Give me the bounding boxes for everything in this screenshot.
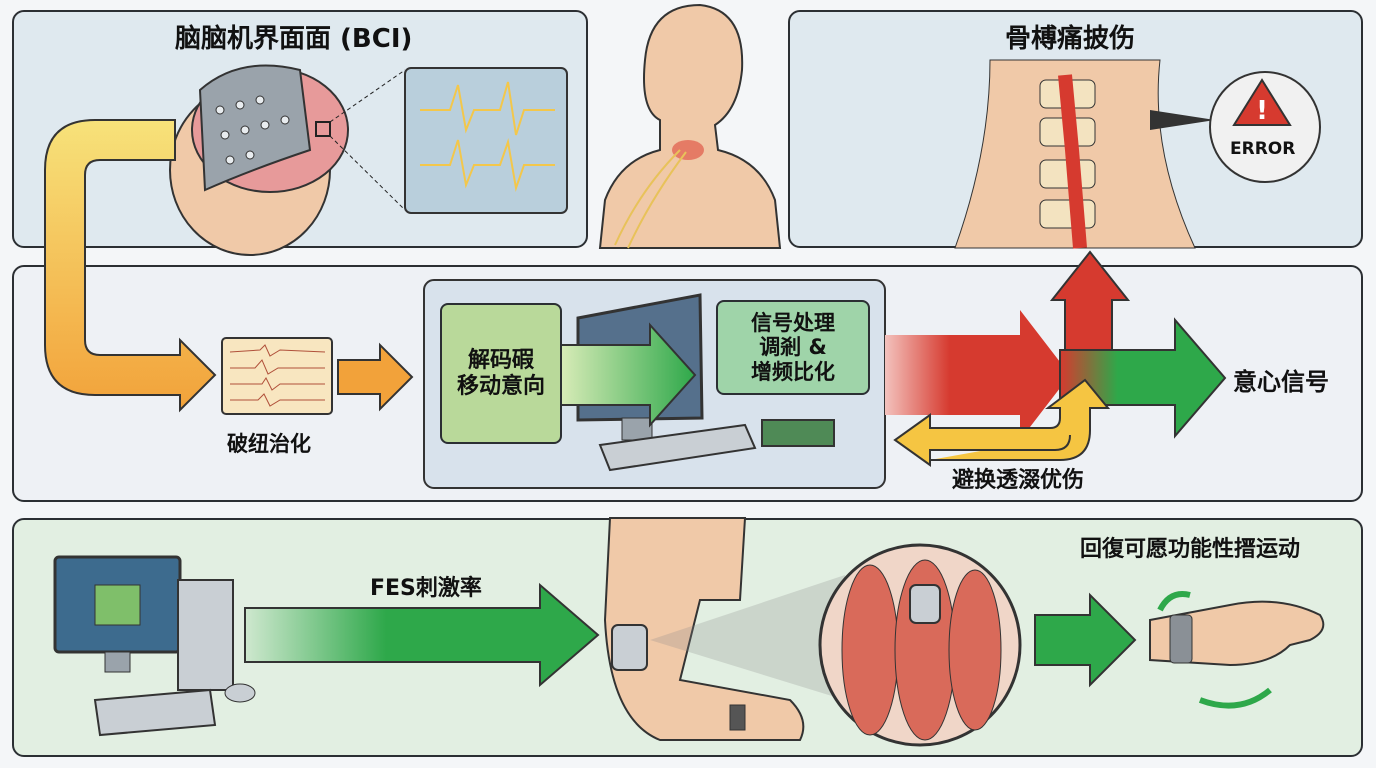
- muscle-inset: [818, 543, 1022, 747]
- process-line-3: 增频比化: [751, 359, 835, 384]
- decode-line-2: 移动意向: [456, 373, 545, 399]
- hand-illustration: [1149, 591, 1325, 709]
- fes-stimulation-label: FES刺激率: [370, 576, 482, 601]
- neural-signal-arrow: [44, 119, 217, 413]
- raw-signal-box: [221, 337, 333, 415]
- decode-intent-box: 解码碬 移动意向: [440, 303, 562, 444]
- blocked-signal-arrow: [885, 310, 1070, 440]
- person-arm-illustration: [603, 517, 845, 741]
- signal-acquisition-label: 破纽治化: [227, 432, 311, 456]
- rotation-arrow-icon: [1198, 687, 1272, 709]
- injury-panel-title: 骨榑痛披伤: [1005, 24, 1136, 54]
- process-line-2: 调剎 &: [759, 335, 827, 360]
- process-line-1: 信号处理: [751, 311, 835, 336]
- error-badge: !: [1209, 71, 1321, 183]
- bci-panel-title: 脑脑机界面面 (BCI): [175, 24, 413, 54]
- brain-illustration: [169, 64, 406, 256]
- decode-line-1: 解码碬: [467, 348, 534, 374]
- restored-movement-label: 回復可愿功能性搢运动: [1080, 537, 1301, 562]
- fes-stimulation-arrow: [244, 582, 600, 688]
- eeg-inset: [404, 67, 568, 214]
- to-computer-arrow: [337, 342, 414, 412]
- intent-signal-label: 意心信号: [1233, 368, 1329, 396]
- bypass-label: 避换透涰优伤: [952, 468, 1085, 493]
- signal-processing-box: 信号处理 调剎 & 增频比化: [716, 300, 870, 395]
- outcome-arrow: [1034, 592, 1137, 688]
- fes-computer: [53, 555, 256, 737]
- warning-icon: [1232, 78, 1292, 126]
- svg-text:!: !: [1256, 96, 1268, 126]
- decode-arrow: [559, 322, 697, 428]
- upward-red-arrow: [1049, 250, 1131, 361]
- bypass-arrow: [893, 378, 1111, 467]
- error-badge-text: ERROR: [1230, 139, 1296, 159]
- spine-illustration: [954, 59, 1215, 249]
- person-neck-illustration: [598, 3, 782, 249]
